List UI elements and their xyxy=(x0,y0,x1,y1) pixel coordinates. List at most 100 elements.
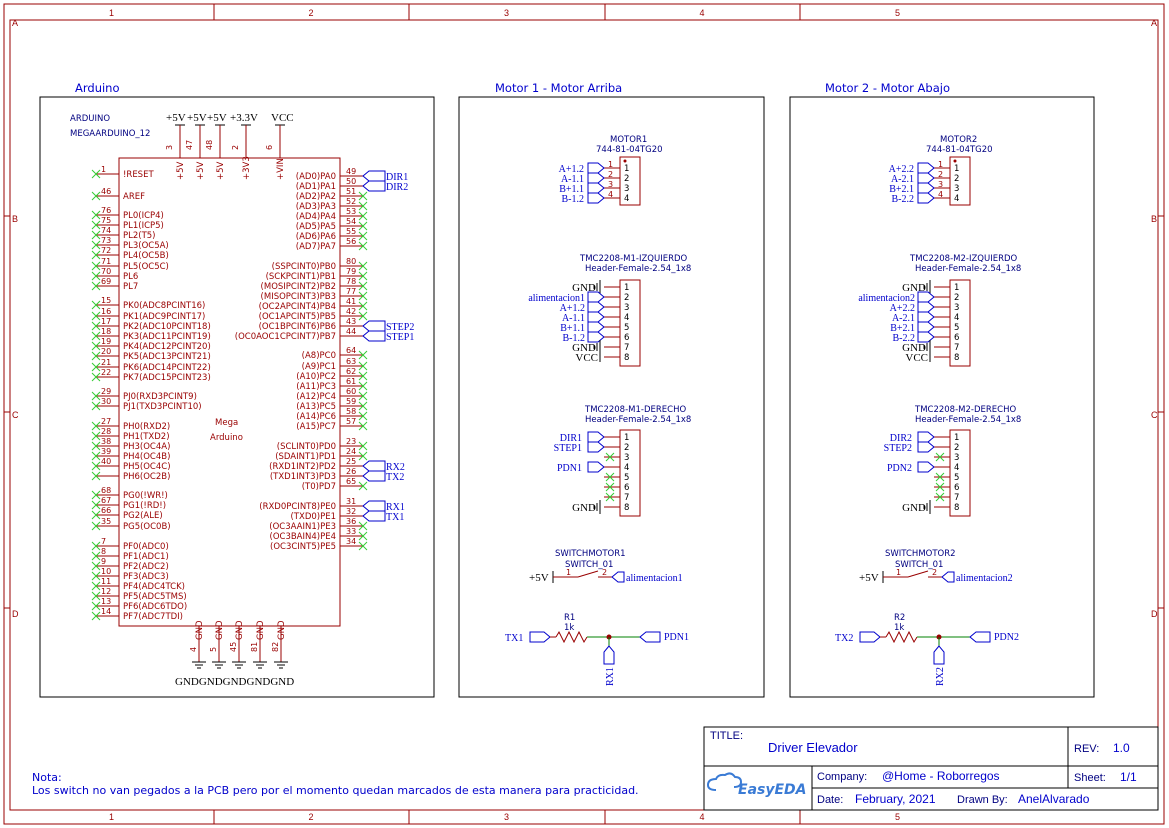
header-pin-number: 2 xyxy=(624,293,629,303)
no-connect-mark xyxy=(358,481,368,491)
arduino-left-pin-name: PG2(ALE) xyxy=(123,511,163,521)
arduino-right-pin-number: 42 xyxy=(346,307,356,316)
header-pin-number: 3 xyxy=(624,453,629,463)
arduino-right-pin-name: (AD3)PA3 xyxy=(296,202,336,212)
no-connect-mark xyxy=(91,261,101,271)
motor-pin-number-left: 1 xyxy=(938,160,943,169)
date-label: Date: xyxy=(817,794,843,806)
no-connect-mark xyxy=(91,461,101,471)
net-flag xyxy=(587,321,605,333)
motor-net-label: B+1.1 xyxy=(559,184,584,195)
net-flag xyxy=(362,510,386,522)
resistor-zigzag xyxy=(555,630,588,644)
driver-left-part: Header-Female-2.54_1x8 xyxy=(585,264,691,274)
frame-row-left: C xyxy=(12,410,19,420)
switch-output-label: alimentacion2 xyxy=(956,573,1013,584)
motor-pin-number: 1 xyxy=(954,164,959,174)
arduino-left-pin-number: 29 xyxy=(101,387,111,396)
no-connect-mark xyxy=(358,221,368,231)
drawn-by-label: Drawn By: xyxy=(957,794,1008,806)
net-flag xyxy=(587,192,605,204)
no-connect-mark xyxy=(91,311,101,321)
arduino-left-pin-number: 69 xyxy=(101,277,111,286)
no-connect-mark xyxy=(91,362,101,372)
motor-pin-number: 3 xyxy=(954,184,959,194)
no-connect-mark xyxy=(605,472,615,482)
resistor-left-label: TX2 xyxy=(835,633,853,644)
driver-right-part: Header-Female-2.54_1x8 xyxy=(585,415,691,425)
resistor-right-label: PDN1 xyxy=(664,632,689,643)
arduino-left-pin-number: 17 xyxy=(101,317,111,326)
arduino-left-pin-number: 22 xyxy=(101,368,111,377)
arduino-left-pin-name: PF0(ADC0) xyxy=(123,542,169,552)
resistor-down-label: RX1 xyxy=(605,667,616,686)
driver-right-ref: TMC2208-M1-DERECHO xyxy=(584,405,686,415)
header-pin-number: 6 xyxy=(954,333,959,343)
arduino-right-pin-name: (A8)PC0 xyxy=(302,351,336,361)
no-connect-mark xyxy=(91,510,101,520)
arduino-right-pin-number: 49 xyxy=(346,167,356,176)
arduino-left-pin-name: PL2(T5) xyxy=(123,231,156,241)
arduino-left-pin-name: PL7 xyxy=(123,282,138,292)
arduino-gnd-pin-number: 81 xyxy=(250,642,259,652)
arduino-gnd-pin-number: 4 xyxy=(189,647,198,652)
motor-net-label: A+2.2 xyxy=(889,164,914,175)
arduino-left-pin-number: 10 xyxy=(101,567,111,576)
net-flag xyxy=(362,330,386,342)
arduino-right-pin-name: (SCKPCINT1)PB1 xyxy=(266,272,336,282)
arduino-power-label: VCC xyxy=(271,112,294,124)
arduino-left-pin-name: PL4(OC5B) xyxy=(123,251,169,261)
motor-connector-body xyxy=(619,156,641,206)
header-pin-number: 8 xyxy=(624,353,629,363)
net-flag xyxy=(933,645,945,665)
arduino-gnd-pin-name: GND xyxy=(215,620,225,640)
arduino-right-pin-number: 77 xyxy=(346,287,356,296)
arduino-left-pin-number: 14 xyxy=(101,607,111,616)
arduino-left-pin-number: 46 xyxy=(101,187,111,196)
arduino-right-pin-name: (A13)PC5 xyxy=(296,402,336,412)
arduino-left-pin-number: 67 xyxy=(101,496,111,505)
no-connect-mark xyxy=(91,230,101,240)
no-connect-mark xyxy=(91,351,101,361)
header-pin-number: 4 xyxy=(624,463,629,473)
no-connect-mark xyxy=(91,611,101,621)
no-connect-mark xyxy=(358,271,368,281)
header-pin-number: 2 xyxy=(624,443,629,453)
arduino-left-pin-name: PH5(OC4C) xyxy=(123,462,171,472)
driver-right-ref: TMC2208-M2-DERECHO xyxy=(914,405,1016,415)
header-net-label: A-1.1 xyxy=(562,313,585,324)
arduino-power-pin-number: 2 xyxy=(231,145,240,150)
net-flag xyxy=(587,461,605,473)
arduino-left-pin-name: PK0(ADC8PCINT16) xyxy=(123,301,205,311)
arduino-right-pin-number: 56 xyxy=(346,237,356,246)
header-pin-number: 4 xyxy=(624,313,629,323)
no-connect-mark xyxy=(91,250,101,260)
no-connect-mark xyxy=(91,451,101,461)
motor-net-label: A-1.1 xyxy=(561,174,584,185)
net-flag xyxy=(917,192,935,204)
arduino-gnd-pin-name: GND xyxy=(277,620,287,640)
arduino-right-pin-name: (AD0)PA0 xyxy=(296,172,336,182)
arduino-left-pin-name: PH4(OC4B) xyxy=(123,452,170,462)
motor-net-label: B+2.1 xyxy=(889,184,914,195)
arduino-right-pin-number: 57 xyxy=(346,417,356,426)
no-connect-mark xyxy=(91,421,101,431)
arduino-left-pin-number: 30 xyxy=(101,397,111,406)
arduino-right-pin-number: 60 xyxy=(346,387,356,396)
no-connect-mark xyxy=(358,441,368,451)
motor-ref: MOTOR1 xyxy=(610,135,647,145)
arduino-right-pin-name: (TXD0)PE1 xyxy=(290,512,336,522)
arduino-left-pin-name: PK2(ADC10PCINT18) xyxy=(123,322,211,332)
arduino-left-pin-name: PF3(ADC3) xyxy=(123,572,169,582)
frame-row-right: B xyxy=(1151,214,1157,224)
frame-row-left: A xyxy=(12,18,18,28)
net-flag xyxy=(362,170,386,182)
net-flag xyxy=(917,331,935,343)
net-flag xyxy=(941,571,955,583)
arduino-right-pin-number: 50 xyxy=(346,177,356,186)
gnd-label: GND xyxy=(572,342,596,354)
arduino-right-pin-name: (OC3CINT5)PE5 xyxy=(270,542,336,552)
frame-column-bottom: 4 xyxy=(700,812,705,822)
no-connect-mark xyxy=(91,391,101,401)
arduino-right-pin-name: (A15)PC7 xyxy=(296,422,336,432)
